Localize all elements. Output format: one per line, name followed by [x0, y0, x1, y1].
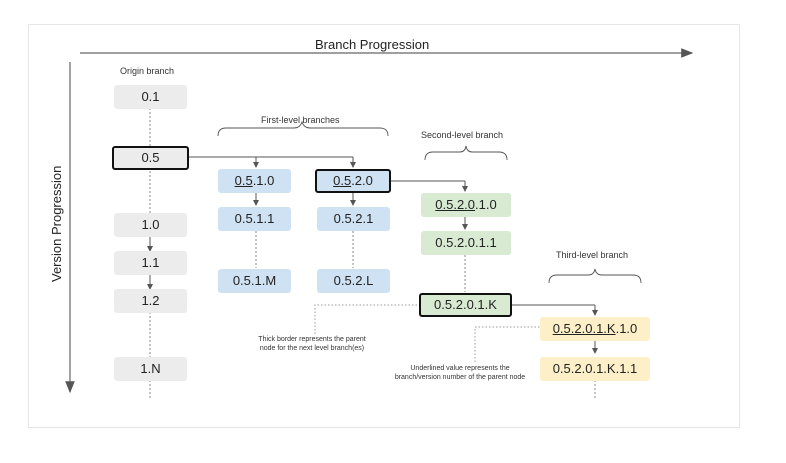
brace-first-level — [217, 120, 389, 137]
node-0-5-1-0-suffix: .1.0 — [252, 173, 275, 188]
note-thick-border: Thick border represents the parent node … — [258, 336, 366, 352]
node-0-5-2-0-suffix: .2.0 — [351, 173, 373, 188]
second-level-label: Second-level branch — [421, 130, 504, 140]
node-0-5-2-0-1-K[interactable]: 0.5.2.0.1.K — [419, 293, 512, 317]
third-level-label: Third-level branch — [556, 250, 629, 260]
horizontal-axis-title: Branch Progression — [315, 37, 430, 52]
node-0-1[interactable]: 0.1 — [114, 85, 187, 109]
node-0-5-2-0-1-K-1-0-suffix: .1.0 — [615, 321, 638, 336]
node-1-2[interactable]: 1.2 — [114, 289, 187, 313]
node-0-5-2-0-1-K-1-0-parent: 0.5.2.0.1.K — [552, 321, 616, 336]
node-1-N[interactable]: 1.N — [114, 357, 187, 381]
node-0-5-1-M[interactable]: 0.5.1.M — [218, 269, 291, 293]
first-level-label: First-level branches — [261, 115, 340, 125]
vertical-axis-title: Version Progression — [49, 165, 64, 282]
node-1-0[interactable]: 1.0 — [114, 213, 187, 237]
node-0-5-2-L[interactable]: 0.5.2.L — [317, 269, 390, 293]
node-0-5-1-0-parent: 0.5 — [234, 173, 253, 188]
node-0-5-2-0[interactable]: 0.5.2.0 — [315, 169, 391, 193]
node-0-5[interactable]: 0.5 — [112, 146, 189, 170]
note-underline: Underlined value represents the branch/v… — [394, 365, 526, 381]
node-0-5-2-0-1-0-suffix: .1.0 — [475, 197, 497, 212]
node-0-5-2-0-parent: 0.5 — [333, 173, 352, 188]
origin-branch-label: Origin branch — [120, 66, 175, 76]
node-0-5-2-0-1-K-1-0[interactable]: 0.5.2.0.1.K.1.0 — [540, 317, 650, 341]
brace-third-level — [548, 268, 642, 284]
node-0-5-2-1[interactable]: 0.5.2.1 — [317, 207, 390, 231]
node-0-5-2-0-1-0[interactable]: 0.5.2.0.1.0 — [421, 193, 511, 217]
node-0-5-2-0-1-K-1-1[interactable]: 0.5.2.0.1.K.1.1 — [540, 357, 650, 381]
node-1-1[interactable]: 1.1 — [114, 251, 187, 275]
brace-second-level — [424, 145, 508, 161]
node-0-5-1-0[interactable]: 0.5.1.0 — [218, 169, 291, 193]
node-0-5-1-1[interactable]: 0.5.1.1 — [218, 207, 291, 231]
node-0-5-2-0-1-1[interactable]: 0.5.2.0.1.1 — [421, 231, 511, 255]
node-0-5-2-0-1-0-parent: 0.5.2.0 — [435, 197, 476, 212]
